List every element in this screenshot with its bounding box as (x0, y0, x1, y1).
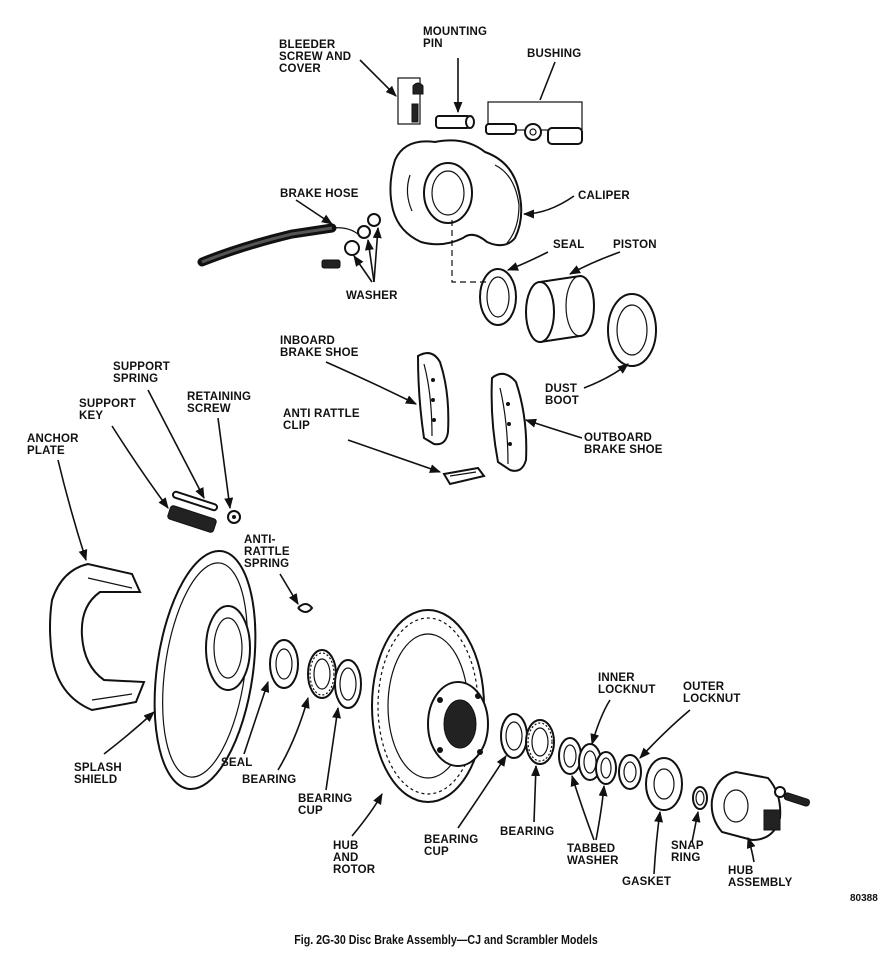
caliper (389, 139, 523, 247)
washers (321, 213, 381, 269)
anchor-plate (49, 562, 146, 712)
label-caliper: CALIPER (578, 190, 630, 202)
brake-hose (197, 223, 363, 267)
label-support-key: SUPPORT KEY (79, 398, 136, 422)
label-bearing-cup-left: BEARING CUP (298, 793, 353, 817)
tabbed-washer (558, 737, 582, 775)
support-key (167, 505, 217, 533)
label-anti-rattle-clip: ANTI RATTLE CLIP (283, 408, 360, 432)
piston (525, 274, 595, 343)
label-seal-top: SEAL (553, 239, 585, 251)
label-inboard-brake-shoe: INBOARD BRAKE SHOE (280, 335, 359, 359)
inner-bearing-cup (334, 659, 362, 709)
outboard-brake-shoe (490, 372, 528, 472)
inboard-brake-shoe (416, 352, 450, 446)
label-gasket: GASKET (622, 876, 672, 888)
label-support-spring: SUPPORT SPRING (113, 361, 170, 385)
snap-ring (692, 786, 708, 810)
label-inner-locknut: INNER LOCKNUT (598, 672, 656, 696)
figure-number: 80388 (850, 893, 878, 904)
label-anti-rattle-spring: ANTI- RATTLE SPRING (244, 534, 290, 570)
label-hub-and-rotor: HUB AND ROTOR (333, 840, 376, 876)
label-outboard-brake-shoe: OUTBOARD BRAKE SHOE (584, 432, 663, 456)
label-piston: PISTON (613, 239, 657, 251)
label-bushing: BUSHING (527, 48, 582, 60)
label-bearing-right: BEARING (500, 826, 555, 838)
retaining-screw (227, 510, 241, 524)
label-brake-hose: BRAKE HOSE (280, 188, 359, 200)
label-bleeder-screw: BLEEDER SCREW AND COVER (279, 39, 352, 75)
inner-bearing (307, 649, 337, 699)
label-mounting-pin: MOUNTING PIN (423, 26, 488, 50)
figure-caption: Fig. 2G-30 Disc Brake Assembly—CJ and Sc… (294, 932, 598, 947)
label-tabbed-washer: TABBED WASHER (567, 843, 619, 867)
dust-boot (607, 293, 657, 367)
label-hub-assembly: HUB ASSEMBLY (728, 865, 793, 889)
splash-shield (153, 549, 257, 791)
hub-seal (269, 639, 299, 689)
hub-and-rotor (371, 609, 489, 803)
label-snap-ring: SNAP RING (671, 840, 704, 864)
label-outer-locknut: OUTER LOCKNUT (683, 681, 741, 705)
label-seal-bottom: SEAL (221, 757, 253, 769)
outer-locknut (618, 754, 642, 790)
bleeder-screw (397, 77, 424, 125)
label-bearing-cup-right: BEARING CUP (424, 834, 479, 858)
outer-bearing-cup (500, 713, 528, 759)
anti-rattle-clip (442, 466, 486, 486)
label-anchor-plate: ANCHOR PLATE (27, 433, 79, 457)
label-retaining-screw: RETAINING SCREW (187, 391, 252, 415)
hub-assembly (710, 770, 811, 842)
bushing (485, 101, 583, 145)
anti-rattle-spring (297, 603, 314, 613)
gasket (645, 757, 683, 811)
piston-seal (479, 268, 517, 326)
label-bearing-left: BEARING (242, 774, 297, 786)
outer-bearing (525, 719, 555, 765)
leader-lines (57, 58, 756, 875)
mounting-pin (435, 115, 475, 129)
label-washer: WASHER (346, 290, 398, 302)
label-dust-boot: DUST BOOT (545, 383, 580, 407)
tabbed-washer-2 (595, 751, 617, 785)
label-splash-shield: SPLASH SHIELD (74, 762, 122, 786)
